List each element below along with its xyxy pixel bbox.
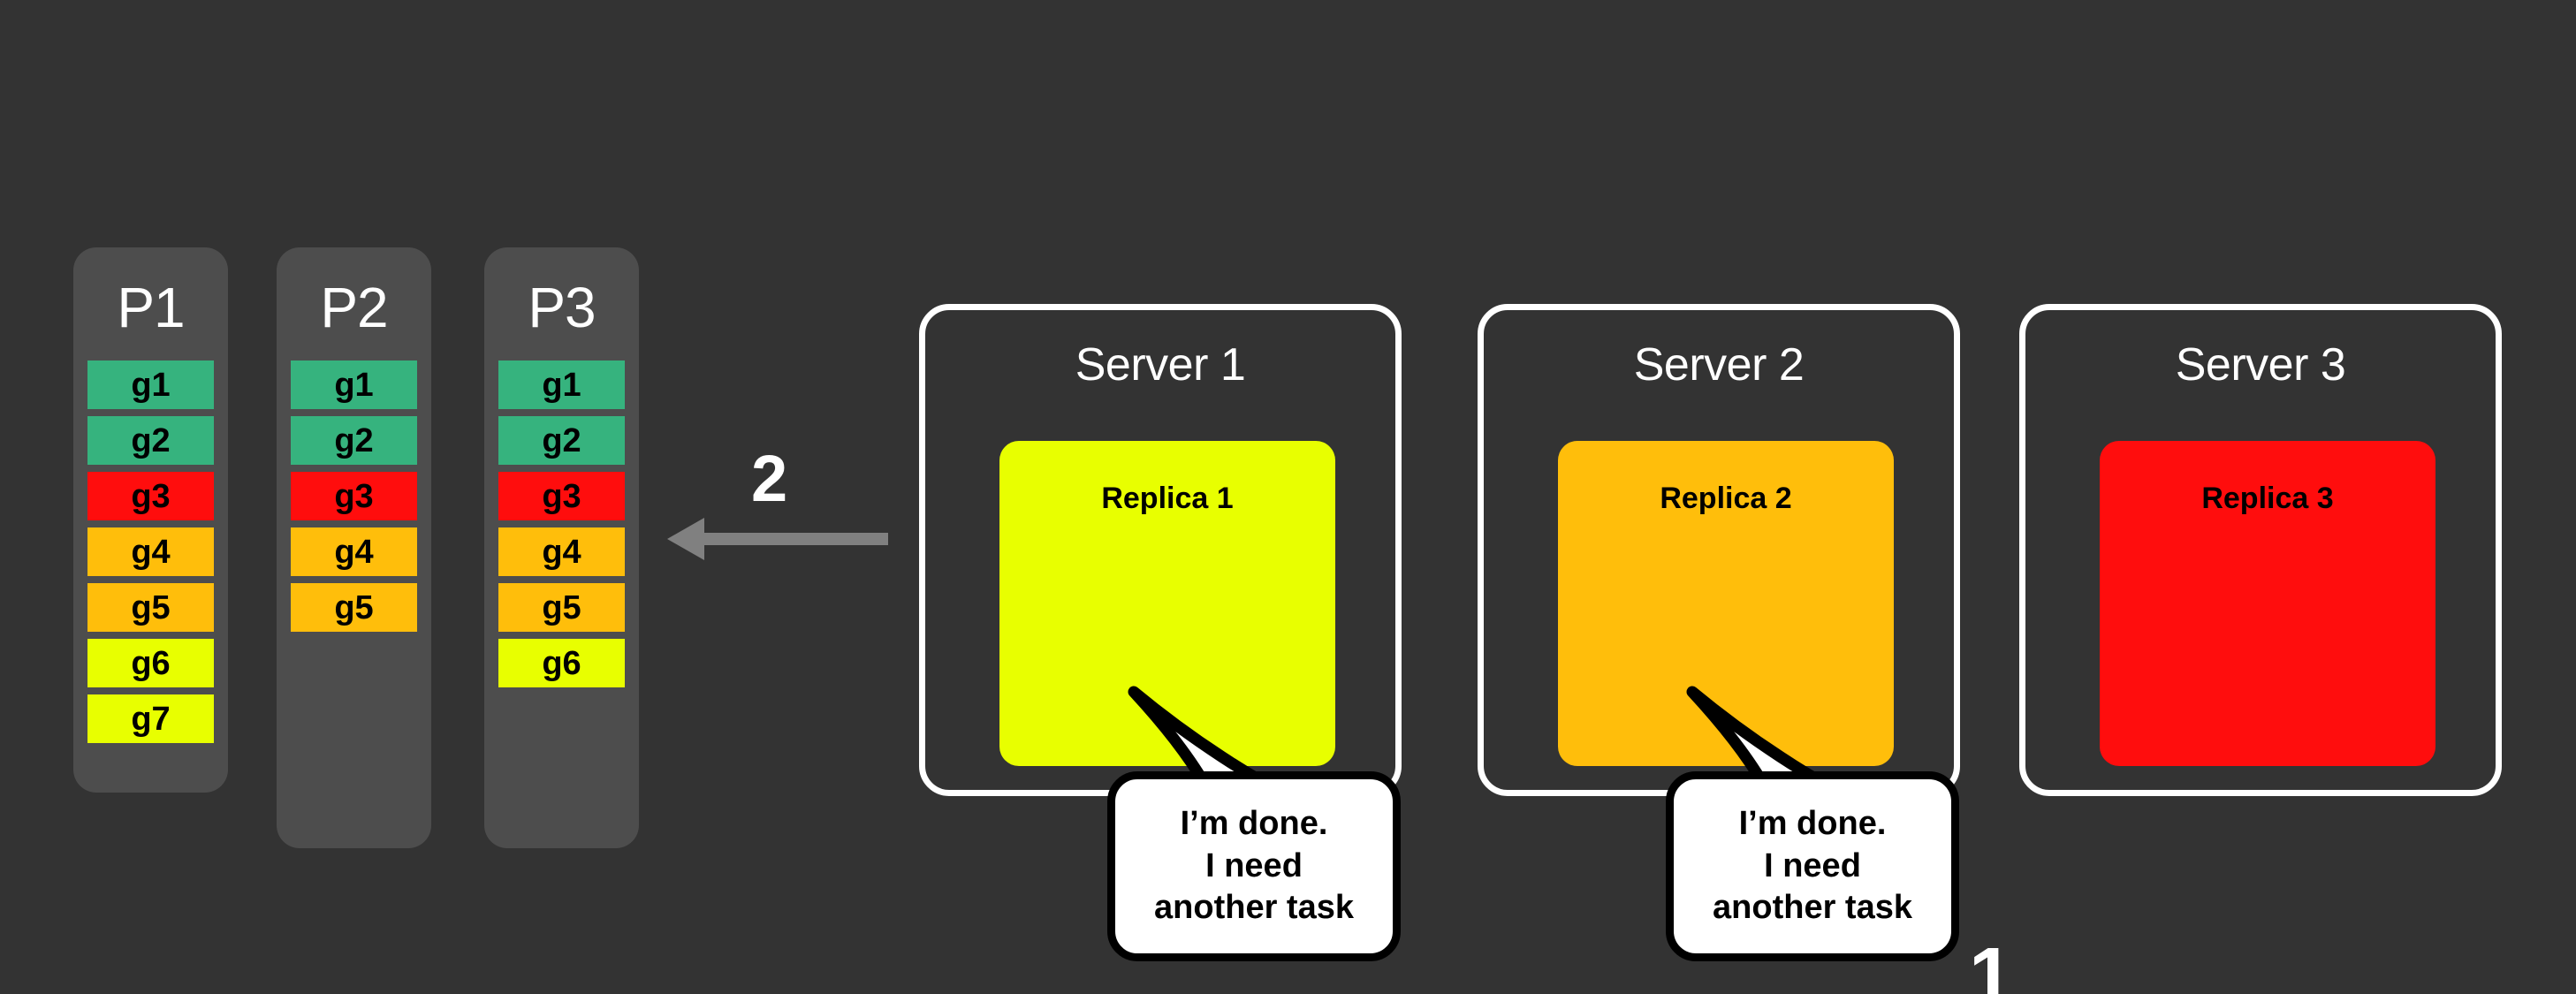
task-list: g1 g2 g3 g4 g5	[277, 360, 431, 681]
replica-label: Replica 3	[2201, 482, 2334, 515]
partition-column-p1: P1 g1 g2 g3 g4 g5 g6 g7	[73, 247, 228, 793]
speech-bubble-server-2: I’m done. I need another task	[1666, 676, 1966, 994]
task-block[interactable]: g6	[87, 639, 214, 687]
speech-bubble-line: I need	[1764, 846, 1861, 884]
task-block[interactable]: g5	[87, 583, 214, 632]
task-block[interactable]: g1	[291, 360, 417, 409]
partition-title: P1	[117, 276, 185, 339]
task-block[interactable]: g1	[87, 360, 214, 409]
task-block[interactable]: g5	[498, 583, 625, 632]
server-title: Server 1	[1075, 339, 1246, 391]
step-number-one: 1	[1969, 932, 2014, 994]
speech-bubble-line: I’m done.	[1738, 804, 1887, 842]
task-block[interactable]: g4	[498, 527, 625, 576]
task-block[interactable]: g4	[87, 527, 214, 576]
task-block[interactable]: g1	[498, 360, 625, 409]
task-block[interactable]: g2	[87, 416, 214, 465]
partition-title: P3	[528, 276, 596, 339]
speech-bubble-line: I need	[1205, 846, 1303, 884]
task-block[interactable]: g7	[87, 694, 214, 743]
speech-bubble-server-1: I’m done. I need another task	[1107, 676, 1408, 994]
speech-bubble-line: another task	[1713, 889, 1912, 927]
flow-arrow-left-icon	[667, 518, 888, 560]
task-list: g1 g2 g3 g4 g5 g6 g7	[73, 360, 228, 793]
speech-bubble-line: I’m done.	[1180, 804, 1328, 842]
task-block[interactable]: g3	[291, 472, 417, 520]
step-number-two: 2	[751, 442, 788, 515]
task-block[interactable]: g3	[87, 472, 214, 520]
speech-bubble-body: I’m done. I need another task	[1666, 771, 1959, 961]
partition-title: P2	[320, 276, 388, 339]
partition-column-p3: P3 g1 g2 g3 g4 g5 g6	[484, 247, 639, 848]
task-block[interactable]: g4	[291, 527, 417, 576]
speech-bubble-line: another task	[1154, 889, 1354, 927]
task-list: g1 g2 g3 g4 g5 g6	[484, 360, 639, 737]
replica-label: Replica 1	[1101, 482, 1234, 515]
replica-label: Replica 2	[1660, 482, 1792, 515]
speech-bubble-body: I’m done. I need another task	[1107, 771, 1401, 961]
task-block[interactable]: g5	[291, 583, 417, 632]
task-block[interactable]: g2	[291, 416, 417, 465]
server-box-1: Server 1 Replica 1	[919, 304, 1402, 796]
task-block[interactable]: g2	[498, 416, 625, 465]
task-block[interactable]: g6	[498, 639, 625, 687]
task-block[interactable]: g3	[498, 472, 625, 520]
server-box-3: Server 3 Replica 3	[2019, 304, 2502, 796]
partition-column-p2: P2 g1 g2 g3 g4 g5	[277, 247, 431, 848]
server-title: Server 3	[2175, 339, 2346, 391]
server-title: Server 2	[1633, 339, 1805, 391]
replica-box-3[interactable]: Replica 3	[2100, 441, 2435, 766]
